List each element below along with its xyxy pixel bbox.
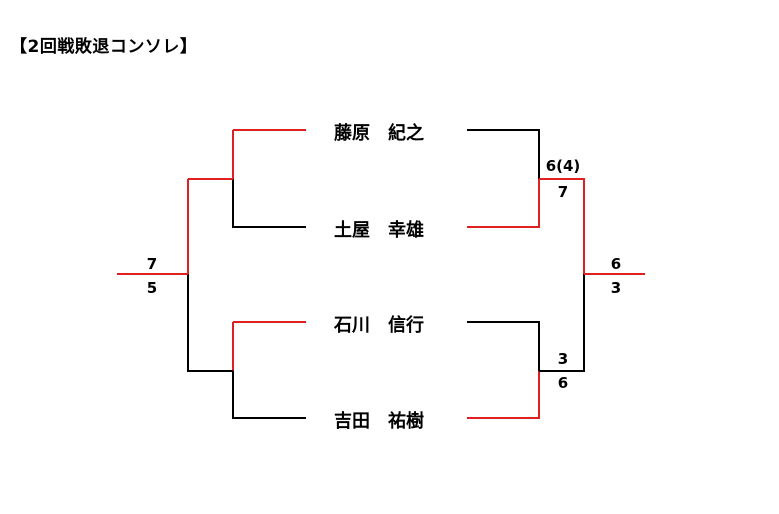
left-line-semi-bottom (187, 274, 233, 372)
score-right-semi-bottom-top: 3 (557, 350, 569, 368)
score-right-semi-top-bottom: 7 (557, 183, 569, 201)
right-line-p1 (467, 129, 540, 179)
player-4-name: 吉田 祐樹 (334, 411, 424, 432)
right-line-p2 (467, 179, 540, 228)
player-2-name: 土屋 幸雄 (334, 220, 424, 241)
left-line-p4 (232, 371, 306, 419)
right-line-semi-bottom (539, 274, 585, 372)
left-line-p2 (232, 179, 306, 228)
score-right-final-top: 6 (610, 255, 622, 273)
right-line-p3 (467, 321, 540, 371)
player-1-name: 藤原 紀之 (334, 123, 424, 144)
right-line-p4 (467, 371, 540, 419)
score-left-final-top: 7 (146, 255, 158, 273)
right-line-semi-top (539, 178, 585, 274)
player-3-name: 石川 信行 (334, 315, 424, 336)
score-left-final-bottom: 5 (146, 279, 158, 297)
page-title: 【2回戦敗退コンソレ】 (10, 37, 198, 57)
score-right-semi-top-top: 6(4) (545, 157, 581, 175)
score-right-final-bottom: 3 (610, 279, 622, 297)
score-right-semi-bottom-bottom: 6 (557, 374, 569, 392)
